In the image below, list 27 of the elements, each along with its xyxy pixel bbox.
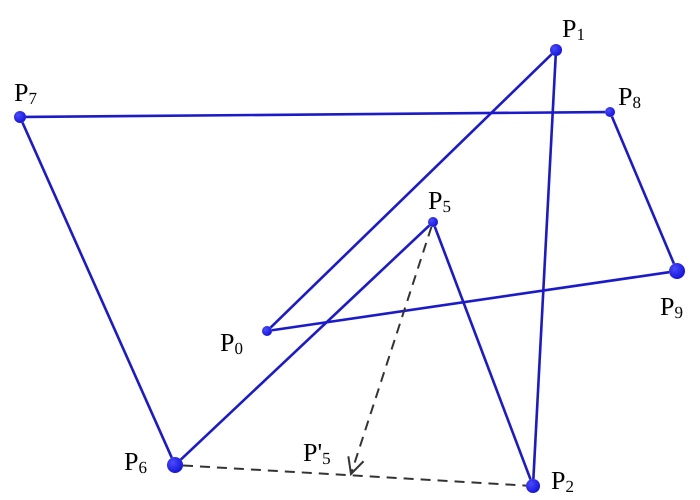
line-segment	[270, 53, 553, 328]
line-segment	[610, 116, 676, 264]
point-dot	[550, 44, 562, 56]
point-label: P$_{2}$	[551, 466, 574, 498]
point-dot	[167, 457, 183, 473]
point-label: P$_{8}$	[618, 82, 641, 114]
line-segment	[434, 226, 532, 480]
point-label: P$_{6}$	[124, 447, 147, 479]
point-dot	[428, 217, 438, 227]
line-segment	[272, 270, 670, 332]
line-segment	[532, 56, 557, 480]
point-dot	[605, 107, 615, 117]
point-dot	[14, 111, 26, 123]
point-label: P$_{5}$	[428, 186, 451, 218]
point-dot	[526, 479, 540, 493]
line-segment	[182, 464, 526, 487]
point-label: P$_{0}$	[220, 328, 243, 360]
point-label: P$_{7}$	[14, 78, 37, 110]
line-segment	[21, 122, 173, 458]
line-segment	[26, 110, 606, 118]
point-label: P'$_{5}$	[303, 438, 331, 474]
line-segment	[180, 224, 430, 460]
point-label: P$_{1}$	[562, 14, 585, 46]
arrow	[347, 226, 432, 475]
point-label: P$_{9}$	[660, 292, 683, 324]
point-dot	[262, 326, 272, 336]
point-dot	[669, 263, 685, 279]
